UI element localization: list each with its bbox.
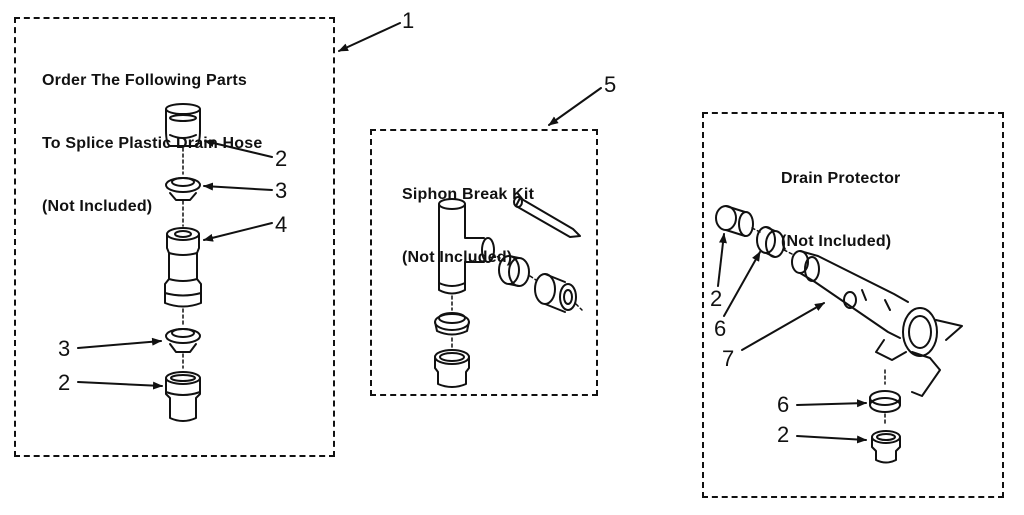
title-line: (Not Included) <box>42 198 153 215</box>
protector-cap <box>715 205 754 237</box>
title-line: Order The Following Parts <box>42 72 248 89</box>
protector-ring-bottom <box>869 390 901 413</box>
siphon-tee <box>438 198 495 295</box>
label-p3-d: 6 <box>777 392 790 417</box>
callout-1: 1 <box>402 8 415 33</box>
label-p3-a: 2 <box>710 286 723 311</box>
drain-protector-panel <box>702 112 1004 498</box>
title-line: (Not Included) <box>781 233 892 250</box>
title-line: Drain Protector <box>781 170 901 187</box>
splice-parts-title: Order The Following Parts To Splice Plas… <box>42 28 262 238</box>
coupling-part-bottom <box>165 371 201 422</box>
drain-protector-body <box>791 250 963 397</box>
label-p1-c: 4 <box>275 212 288 237</box>
splice-parts-panel <box>14 17 335 457</box>
coupling-part-top <box>165 103 201 147</box>
label-p1-b: 3 <box>275 178 288 203</box>
siphon-coupling <box>434 349 470 388</box>
siphon-clamp-ring <box>434 312 470 336</box>
splice-connector <box>164 227 202 308</box>
label-p1-d: 3 <box>58 336 71 361</box>
siphon-break-kit-panel <box>370 129 598 396</box>
protector-coupling-bottom <box>871 430 901 464</box>
callout-5: 5 <box>604 72 617 97</box>
protector-ring <box>756 226 785 258</box>
title-line: Siphon Break Kit <box>402 186 535 203</box>
label-p3-e: 2 <box>777 422 790 447</box>
clamp-ring-top <box>165 177 201 201</box>
label-p1-e: 2 <box>58 370 71 395</box>
clamp-ring-bottom <box>165 328 201 353</box>
label-p3-c: 7 <box>722 346 735 371</box>
drain-protector-title: Drain Protector (Not Included) <box>781 126 900 273</box>
siphon-pin <box>513 196 581 238</box>
siphon-break-kit-title: Siphon Break Kit (Not Included) <box>402 142 534 289</box>
siphon-end-cap <box>534 273 577 313</box>
label-p3-b: 6 <box>714 316 727 341</box>
siphon-ring <box>498 255 530 287</box>
label-p1-a: 2 <box>275 146 288 171</box>
